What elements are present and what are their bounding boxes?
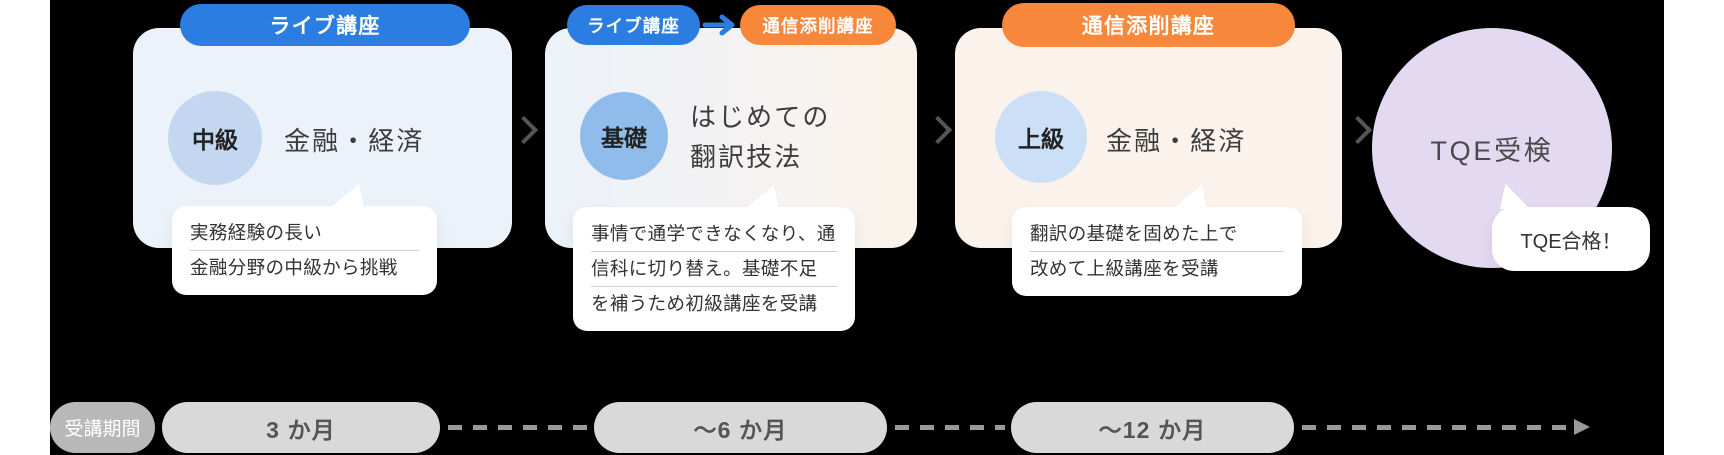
timeline-duration-pill: 〜12 か月 [1011, 402, 1294, 453]
stage2-note-line: 信科に切り替え。基礎不足 [591, 251, 837, 286]
tqe-pass-bubble: TQE合格！ [1492, 184, 1650, 271]
stage1-note-bubble: 実務経験の長い 金融分野の中級から挑戦 [172, 184, 437, 295]
stage3-note-line: 改めて上級講座を受講 [1030, 251, 1284, 286]
page-margin-right [1664, 0, 1724, 455]
next-step-chevron-icon [1343, 115, 1373, 145]
stage3-subject-label: 金融・経済 [1106, 126, 1247, 156]
stage1-subject-label: 金融・経済 [284, 126, 425, 156]
timeline-dashed-line [895, 425, 1005, 430]
badge-transition-arrow-icon [700, 5, 740, 45]
timeline-dashed-line [1302, 425, 1574, 430]
stage1-note-line: 金融分野の中級から挑戦 [190, 250, 419, 285]
next-step-chevron-icon [509, 115, 539, 145]
timeline-duration-pill: 〜6 か月 [594, 402, 887, 453]
stage1-note-line: 実務経験の長い [190, 222, 323, 243]
stage2-note-line: を補うため初級講座を受講 [591, 286, 837, 321]
stage2-subject-line: 翻訳技法 [690, 142, 803, 172]
timeline-dashed-line [448, 425, 588, 430]
stage2-level-circle: 基礎 [580, 92, 668, 180]
stage2-note-bubble: 事情で通学できなくなり、通 信科に切り替え。基礎不足 を補うため初級講座を受講 [573, 185, 855, 331]
stage2-live-course-badge: ライブ講座 [567, 5, 700, 45]
next-step-chevron-icon [923, 115, 953, 145]
stage2-correspondence-course-badge: 通信添削講座 [740, 5, 896, 45]
stage1-live-course-badge: ライブ講座 [180, 4, 470, 46]
timeline-period-label-pill: 受講期間 [50, 402, 155, 453]
stage2-subject-line: はじめての [690, 102, 831, 132]
timeline-arrowhead-icon [1574, 419, 1590, 435]
stage1-level-circle: 中級 [168, 91, 262, 185]
timeline-duration-pill: 3 か月 [162, 402, 440, 453]
stage3-correspondence-course-badge: 通信添削講座 [1002, 3, 1295, 47]
tqe-pass-label: TQE合格！ [1520, 230, 1622, 253]
stage3-note-line: 翻訳の基礎を固めた上で [1030, 223, 1238, 244]
page-margin-left [0, 0, 50, 455]
stage2-subject-label: はじめての 翻訳技法 [690, 97, 830, 177]
stage3-level-circle: 上級 [995, 91, 1087, 183]
stage3-note-bubble: 翻訳の基礎を固めた上で 改めて上級講座を受講 [1012, 185, 1302, 296]
stage2-note-line: 事情で通学できなくなり、通 [591, 223, 836, 244]
